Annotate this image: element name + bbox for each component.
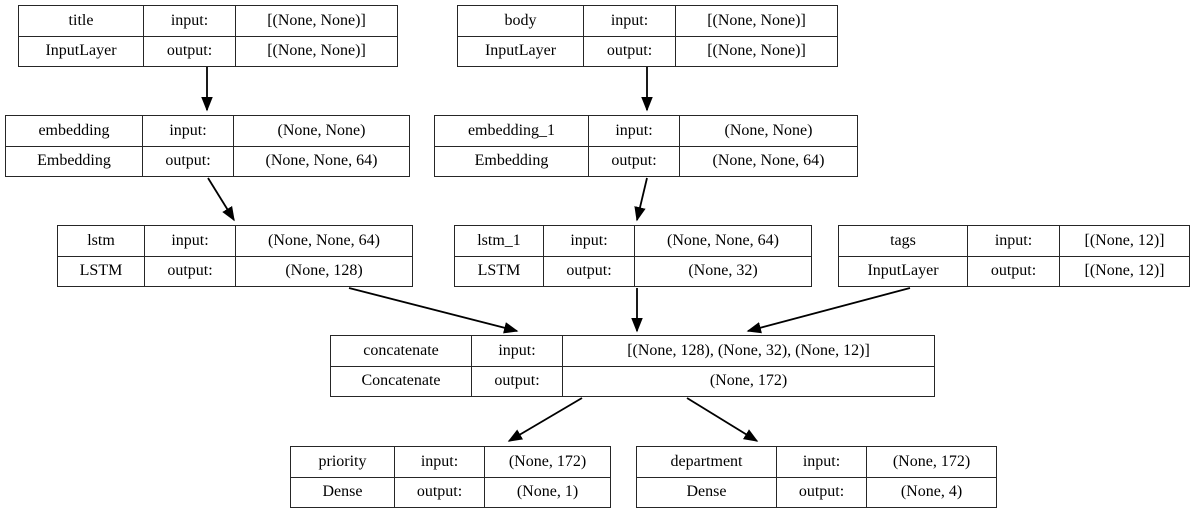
node-lstm-input-label: input: xyxy=(145,226,236,256)
node-lstm-1-input-shape: (None, None, 64) xyxy=(667,231,779,249)
node-embedding[interactable]: embedding input: (None, None) Embedding … xyxy=(5,115,410,177)
node-body-output-label: output: xyxy=(584,36,676,66)
node-body-input-label: input: xyxy=(584,6,676,36)
node-title-name: title xyxy=(19,6,144,36)
node-priority-name: priority xyxy=(291,447,395,477)
node-embedding-1[interactable]: embedding_1 input: (None, None) Embeddin… xyxy=(434,115,858,177)
node-priority[interactable]: priority input: (None, 172) Dense output… xyxy=(290,446,611,508)
node-tags-output-shape: [(None, 12)] xyxy=(1084,262,1165,280)
node-embedding-output-label: output: xyxy=(143,146,234,176)
node-priority-input-shape: (None, 172) xyxy=(508,452,587,470)
node-tags-output-label: output: xyxy=(968,256,1060,286)
node-tags-input-shape: [(None, 12)] xyxy=(1084,231,1165,249)
node-title-class: InputLayer xyxy=(19,36,144,66)
node-body-class: InputLayer xyxy=(458,36,584,66)
node-body-input-shape: [(None, None)] xyxy=(707,11,806,29)
node-body-output-shape: [(None, None)] xyxy=(707,42,806,60)
node-embedding-name: embedding xyxy=(6,116,143,146)
node-concatenate[interactable]: concatenate input: [(None, 128), (None, … xyxy=(330,335,935,397)
edge-embedding-to-lstm xyxy=(207,177,235,222)
node-title-input-label: input: xyxy=(144,6,236,36)
node-department-class: Dense xyxy=(637,477,777,507)
node-lstm-1[interactable]: lstm_1 input: (None, None, 64) LSTM outp… xyxy=(454,225,812,287)
node-department-input-shape: (None, 172) xyxy=(892,452,971,470)
node-priority-output-label: output: xyxy=(395,477,485,507)
node-embedding-input-shape: (None, None) xyxy=(277,121,366,139)
node-lstm-1-output-shape: (None, 32) xyxy=(688,262,758,280)
edge-embedding_1-to-lstm_1 xyxy=(634,177,648,222)
node-priority-output-shape: (None, 1) xyxy=(516,483,579,501)
node-lstm-class: LSTM xyxy=(58,256,145,286)
node-title[interactable]: title input: [(None, None)] InputLayer o… xyxy=(18,5,398,67)
node-lstm-1-input-label: input: xyxy=(544,226,635,256)
node-department-output-label: output: xyxy=(777,477,867,507)
node-embedding-class: Embedding xyxy=(6,146,143,176)
node-lstm-1-name: lstm_1 xyxy=(455,226,544,256)
node-priority-class: Dense xyxy=(291,477,395,507)
node-lstm-input-shape: (None, None, 64) xyxy=(268,231,380,249)
node-lstm-1-class: LSTM xyxy=(455,256,544,286)
node-title-input-shape: [(None, None)] xyxy=(267,11,366,29)
node-embedding-1-input-label: input: xyxy=(589,116,680,146)
node-concatenate-input-shape: [(None, 128), (None, 32), (None, 12)] xyxy=(627,341,870,359)
node-lstm-output-label: output: xyxy=(145,256,236,286)
node-lstm-1-output-label: output: xyxy=(544,256,635,286)
node-tags-input-label: input: xyxy=(968,226,1060,256)
node-department[interactable]: department input: (None, 172) Dense outp… xyxy=(636,446,997,508)
edge-tags-to-concatenate xyxy=(746,287,911,334)
node-priority-input-label: input: xyxy=(395,447,485,477)
node-concatenate-class: Concatenate xyxy=(331,366,472,396)
node-tags-name: tags xyxy=(839,226,968,256)
node-lstm-output-shape: (None, 128) xyxy=(285,262,363,280)
node-embedding-1-class: Embedding xyxy=(435,146,589,176)
node-tags-class: InputLayer xyxy=(839,256,968,286)
node-embedding-input-label: input: xyxy=(143,116,234,146)
node-department-input-label: input: xyxy=(777,447,867,477)
node-title-output-shape: [(None, None)] xyxy=(267,42,366,60)
edge-lstm-to-concatenate xyxy=(348,287,519,334)
node-title-output-label: output: xyxy=(144,36,236,66)
edge-concatenate-to-priority xyxy=(507,397,583,442)
node-body[interactable]: body input: [(None, None)] InputLayer ou… xyxy=(457,5,838,67)
node-embedding-output-shape: (None, None, 64) xyxy=(265,152,378,170)
node-embedding-1-output-shape: (None, None, 64) xyxy=(712,152,825,170)
node-concatenate-output-label: output: xyxy=(472,366,563,396)
node-embedding-1-output-label: output: xyxy=(589,146,680,176)
node-department-output-shape: (None, 4) xyxy=(900,483,963,501)
node-embedding-1-input-shape: (None, None) xyxy=(724,121,813,139)
node-lstm-name: lstm xyxy=(58,226,145,256)
edge-concatenate-to-department xyxy=(686,397,759,442)
node-department-name: department xyxy=(637,447,777,477)
node-body-name: body xyxy=(458,6,584,36)
node-concatenate-name: concatenate xyxy=(331,336,472,366)
node-concatenate-output-shape: (None, 172) xyxy=(709,372,788,390)
node-embedding-1-name: embedding_1 xyxy=(435,116,589,146)
node-tags[interactable]: tags input: [(None, 12)] InputLayer outp… xyxy=(838,225,1190,287)
node-concatenate-input-label: input: xyxy=(472,336,563,366)
node-lstm[interactable]: lstm input: (None, None, 64) LSTM output… xyxy=(57,225,413,287)
